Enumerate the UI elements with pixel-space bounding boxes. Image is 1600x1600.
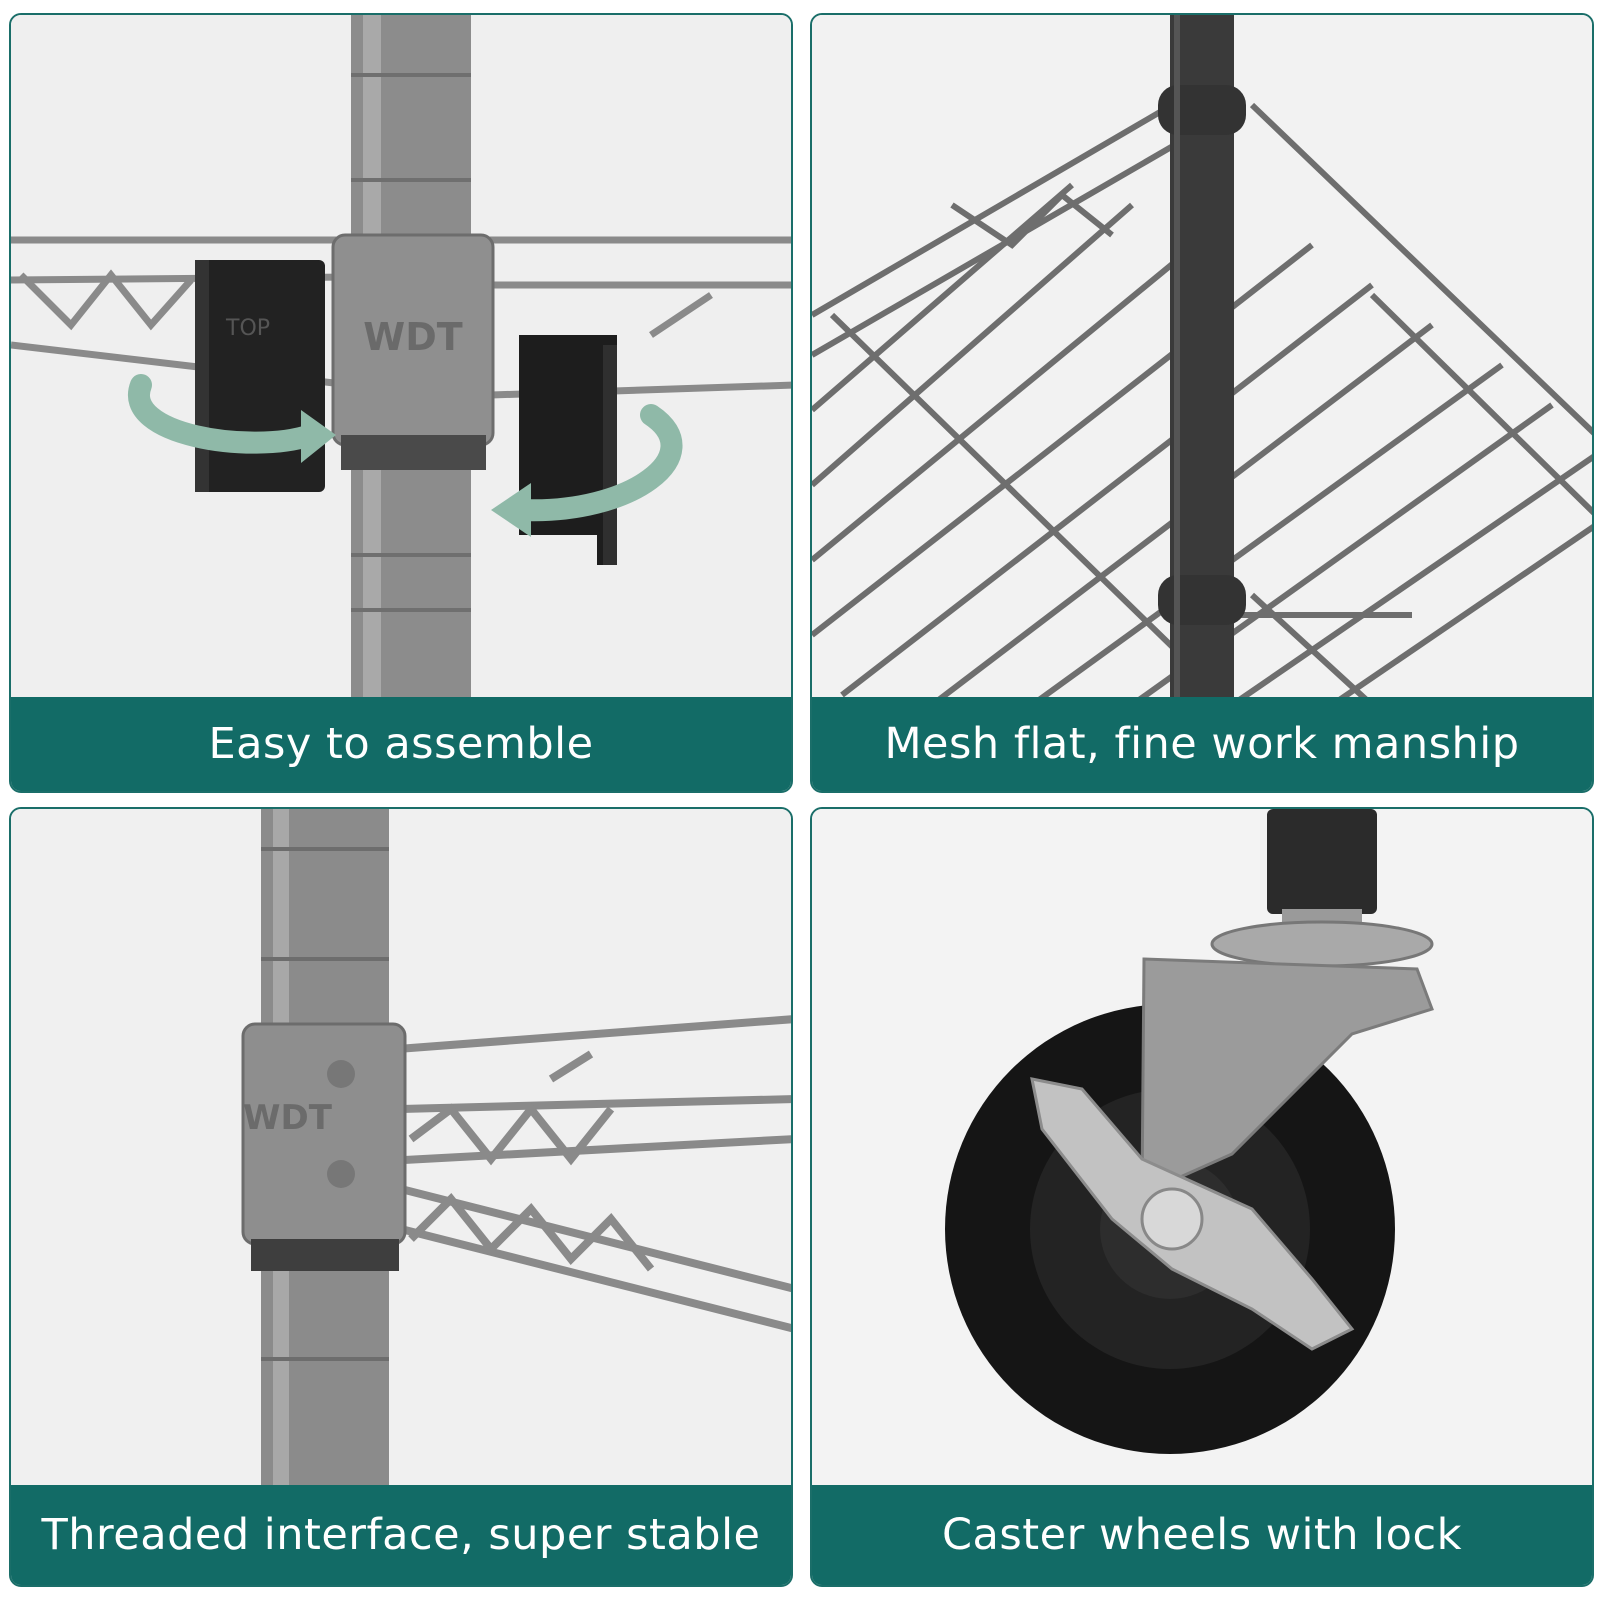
caption-label: Easy to assemble <box>11 697 791 791</box>
sleeve-label: TOP <box>225 316 270 341</box>
feature-panel-caster: Caster wheels with lock <box>810 807 1594 1587</box>
caption-label: Caster wheels with lock <box>812 1485 1592 1585</box>
mesh-photo <box>812 15 1592 705</box>
threaded-photo: WDT <box>11 809 791 1499</box>
caster-photo <box>812 809 1592 1499</box>
feature-panel-assemble: WDT TOP Easy to assemble <box>9 13 793 793</box>
logo-text: WDT <box>363 315 462 359</box>
logo-text: WDT <box>243 1098 333 1138</box>
feature-panel-mesh: Mesh flat, fine work manship <box>810 13 1594 793</box>
rotate-arrow-icon <box>128 374 336 463</box>
caption-label: Mesh flat, fine work manship <box>812 697 1592 791</box>
caption-label: Threaded interface, super stable <box>11 1485 791 1585</box>
feature-panel-threaded: WDT Threaded interface, super stable <box>9 807 793 1587</box>
assembly-photo: WDT TOP <box>11 15 791 705</box>
rotate-arrow-icon <box>491 404 683 537</box>
